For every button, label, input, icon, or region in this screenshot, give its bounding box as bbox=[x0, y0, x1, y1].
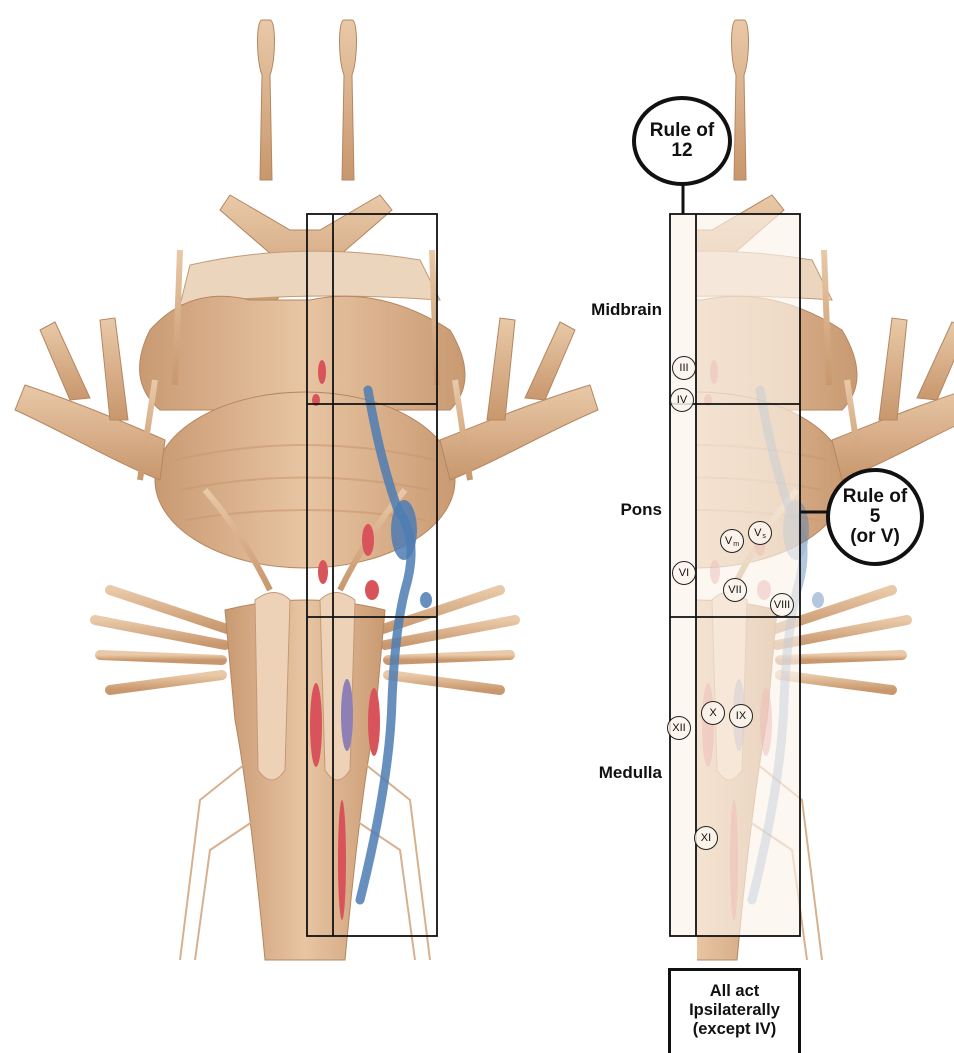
rule-of-12-circle: Rule of 12 bbox=[632, 96, 732, 186]
rule-of-5-circle: Rule of 5 (or V) bbox=[826, 468, 924, 566]
note-line2: Ipsilaterally bbox=[671, 1001, 798, 1020]
note-line1: All act bbox=[671, 982, 798, 1001]
region-label-medulla: Medulla bbox=[578, 763, 662, 783]
nerve-label-xi: XI bbox=[694, 826, 718, 850]
rule-of-12-line2: 12 bbox=[671, 141, 692, 161]
nerve-label-xii: XII bbox=[667, 716, 691, 740]
nerve-label-viii: VIII bbox=[770, 593, 794, 617]
region-label-midbrain: Midbrain bbox=[578, 300, 662, 320]
nerve-label-iii: III bbox=[672, 356, 696, 380]
note-line3: (except IV) bbox=[671, 1020, 798, 1039]
nerve-label-x: X bbox=[701, 701, 725, 725]
nerve-label-ix: IX bbox=[729, 704, 753, 728]
nerve-label-vii: VII bbox=[723, 578, 747, 602]
rule-of-12-line1: Rule of bbox=[650, 121, 714, 141]
rule-of-5-line1: Rule of bbox=[843, 487, 907, 507]
nerve-label-iv: IV bbox=[670, 388, 694, 412]
ipsilateral-note-box: All act Ipsilaterally (except IV) bbox=[668, 968, 801, 1053]
rule-of-5-line3: (or V) bbox=[850, 527, 900, 547]
region-label-pons: Pons bbox=[578, 500, 662, 520]
nerve-label-vi: VI bbox=[672, 561, 696, 585]
rule-of-5-line2: 5 bbox=[870, 507, 881, 527]
